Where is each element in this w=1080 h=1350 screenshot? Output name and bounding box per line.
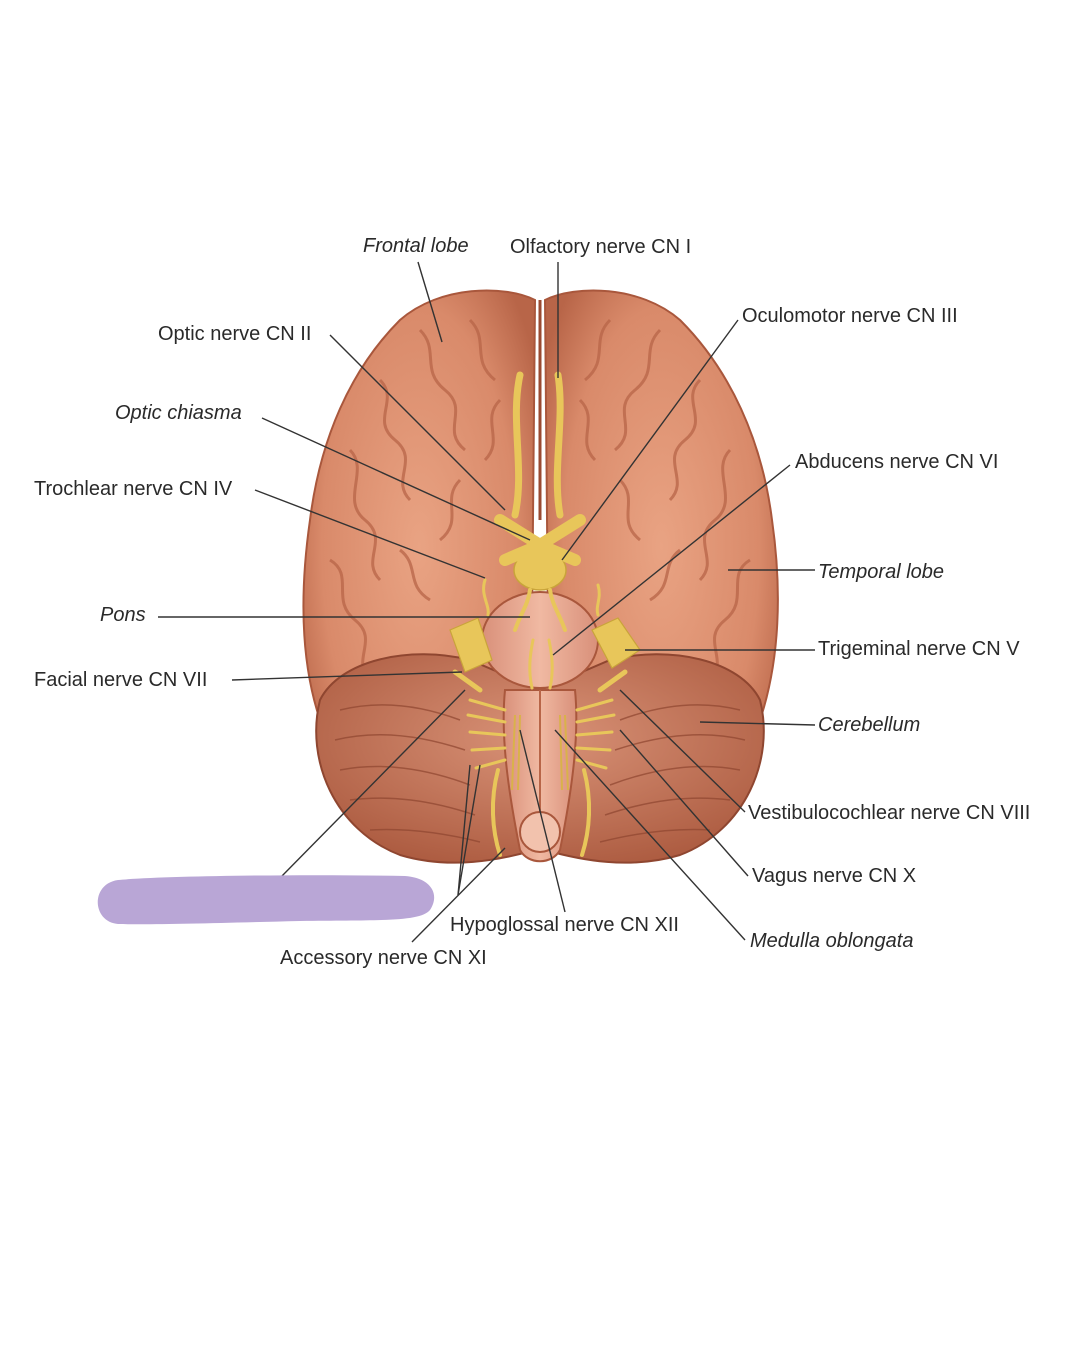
nerves bbox=[449, 371, 641, 857]
labels: Frontal lobe Olfactory nerve CN I Optic … bbox=[34, 235, 1030, 969]
leader-lines bbox=[158, 261, 816, 943]
label-frontal-lobe: Frontal lobe bbox=[363, 235, 469, 257]
label-pons: Pons bbox=[100, 604, 146, 626]
label-abducens-nerve: Abducens nerve CN VI bbox=[795, 451, 998, 473]
label-trochlear-nerve: Trochlear nerve CN IV bbox=[34, 478, 233, 500]
label-medulla-oblongata: Medulla oblongata bbox=[750, 930, 913, 952]
pons-shape bbox=[481, 591, 599, 689]
label-oculomotor-nerve: Oculomotor nerve CN III bbox=[742, 305, 958, 327]
cerebellar-folia bbox=[334, 704, 746, 843]
gyri bbox=[329, 318, 751, 682]
label-optic-nerve: Optic nerve CN II bbox=[158, 323, 311, 345]
redaction-highlight bbox=[97, 875, 435, 925]
label-facial-nerve: Facial nerve CN VII bbox=[34, 669, 207, 691]
label-optic-chiasma: Optic chiasma bbox=[115, 402, 242, 424]
label-vestibulocochlear-nerve: Vestibulocochlear nerve CN VIII bbox=[748, 802, 1030, 824]
label-hypoglossal-nerve: Hypoglossal nerve CN XII bbox=[450, 914, 679, 936]
label-vagus-nerve: Vagus nerve CN X bbox=[752, 865, 916, 887]
spinal-cord-cut bbox=[519, 811, 561, 853]
label-cerebellum: Cerebellum bbox=[818, 714, 920, 736]
label-temporal-lobe: Temporal lobe bbox=[818, 561, 944, 583]
label-accessory-nerve: Accessory nerve CN XI bbox=[280, 947, 487, 969]
label-trigeminal-nerve: Trigeminal nerve CN V bbox=[818, 638, 1020, 660]
label-olfactory-nerve: Olfactory nerve CN I bbox=[510, 236, 691, 258]
